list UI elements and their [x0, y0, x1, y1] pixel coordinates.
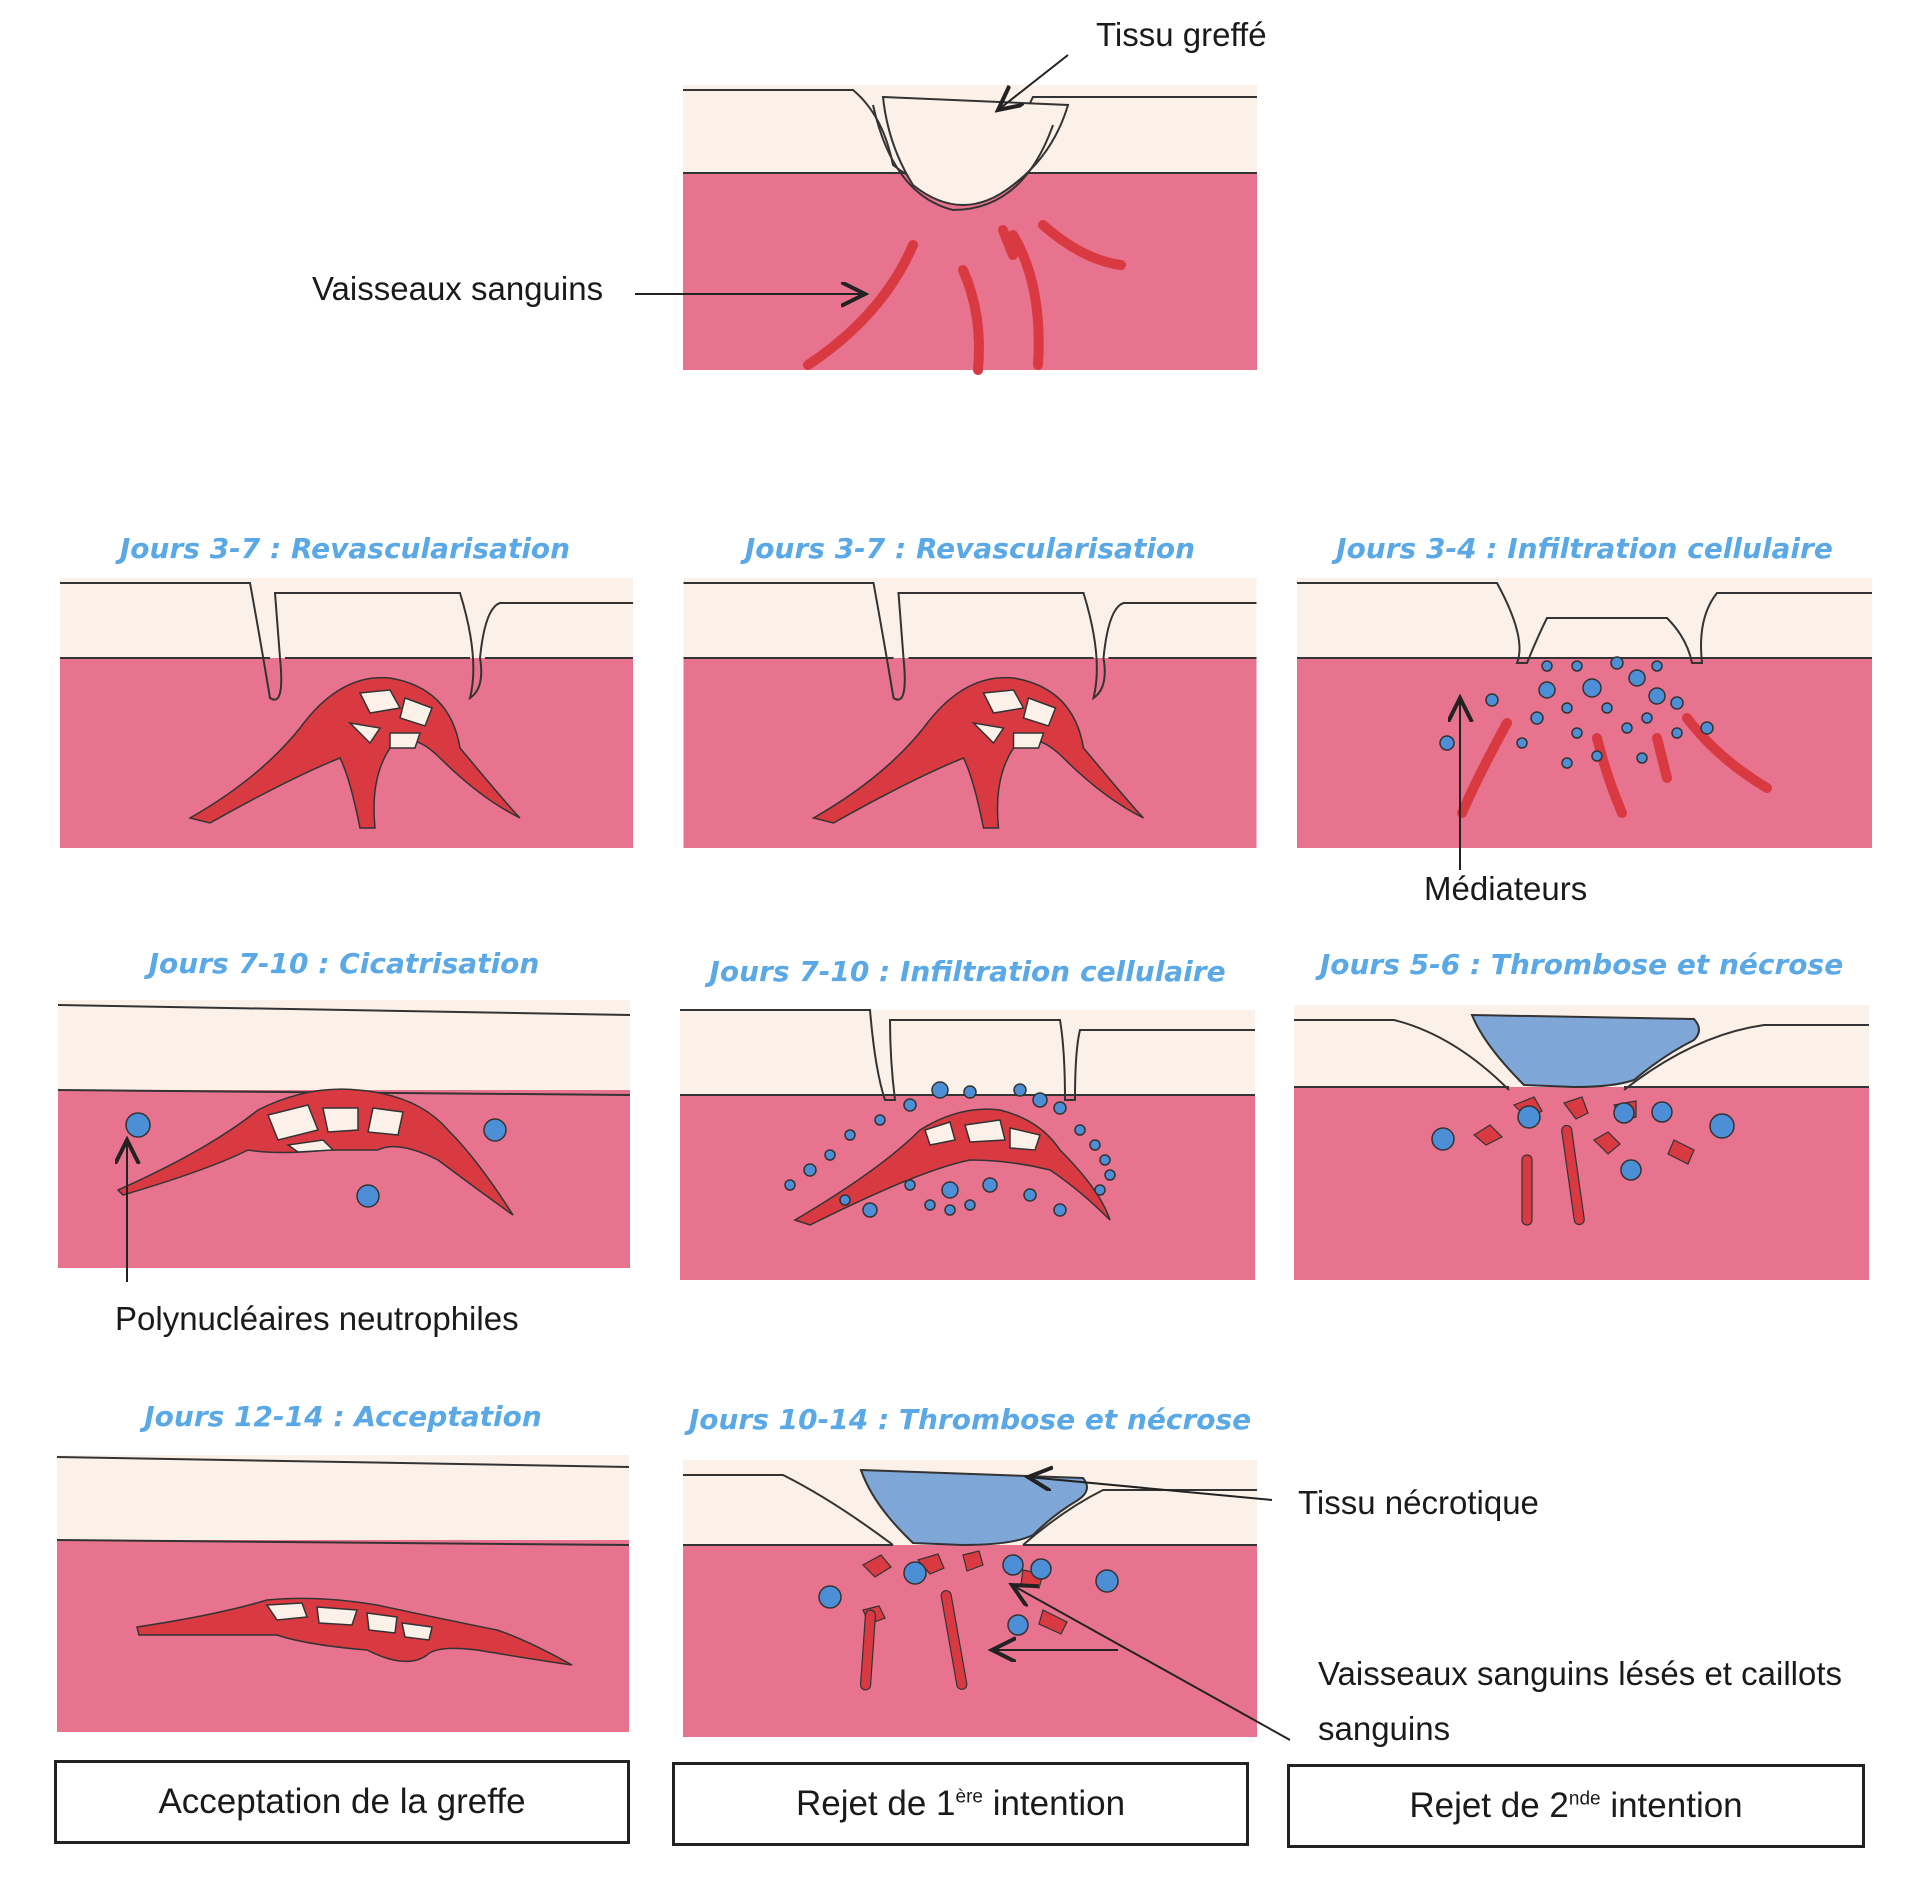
panel-acc-acceptance	[56, 1455, 630, 1732]
footer-acceptance: Acceptation de la greffe	[54, 1760, 630, 1844]
footer-second-label: Rejet de 2nde intention	[1409, 1786, 1743, 1825]
panel-title: Jours 12-14 : Acceptation	[144, 1400, 542, 1433]
footer-second-set-rejection: Rejet de 2nde intention	[1287, 1764, 1865, 1848]
label-blood-vessels: Vaisseaux sanguins	[312, 270, 604, 307]
mediator-cells	[1439, 656, 1714, 769]
panel-title: Jours 3-4 : Infiltration cellulaire	[1336, 532, 1833, 565]
graft	[881, 95, 1070, 206]
necrotic-graft	[1470, 1013, 1700, 1089]
panel-title: Jours 3-7 : Revascularisation	[119, 532, 571, 565]
label-graft-tissue: Tissu greffé	[1096, 16, 1267, 53]
panel-title: Jours 3-7 : Revascularisation	[744, 532, 1196, 565]
panel-title: Jours 10-14 : Thrombose et nécrose	[688, 1403, 1252, 1436]
panel-first-infiltration	[680, 1009, 1255, 1280]
panel-acc-revascularisation	[60, 578, 633, 848]
panel-title: Jours 5-6 : Thrombose et nécrose	[1319, 948, 1844, 981]
footer-first-set-rejection: Rejet de 1ère intention	[672, 1762, 1249, 1846]
label-mediators: Médiateurs	[1424, 870, 1588, 907]
vessels	[803, 220, 1126, 375]
panel-acc-cicatrisation	[57, 1000, 631, 1268]
vessel-network	[811, 676, 1145, 829]
vessel-network	[188, 676, 521, 829]
panel-second-thrombosis	[1294, 1005, 1869, 1280]
label-damaged-vessels-cont: sanguins	[1318, 1710, 1451, 1747]
label-necrotic-tissue: Tissu nécrotique	[1298, 1484, 1539, 1521]
panel-title: Jours 7-10 : Infiltration cellulaire	[709, 955, 1226, 988]
panel-title: Jours 7-10 : Cicatrisation	[148, 947, 540, 980]
footer-first-label: Rejet de 1ère intention	[795, 1784, 1126, 1823]
panel-first-revascularisation	[683, 578, 1257, 848]
label-damaged-vessels: Vaisseaux sanguins lésés et caillots	[1318, 1655, 1843, 1692]
label-neutrophils: Polynucléaires neutrophiles	[115, 1300, 519, 1337]
panel-graft-placement	[683, 85, 1257, 375]
panel-first-thrombosis	[683, 1460, 1257, 1737]
footer-acceptance-label: Acceptation de la greffe	[158, 1782, 526, 1821]
panel-second-infiltration	[1297, 578, 1872, 848]
